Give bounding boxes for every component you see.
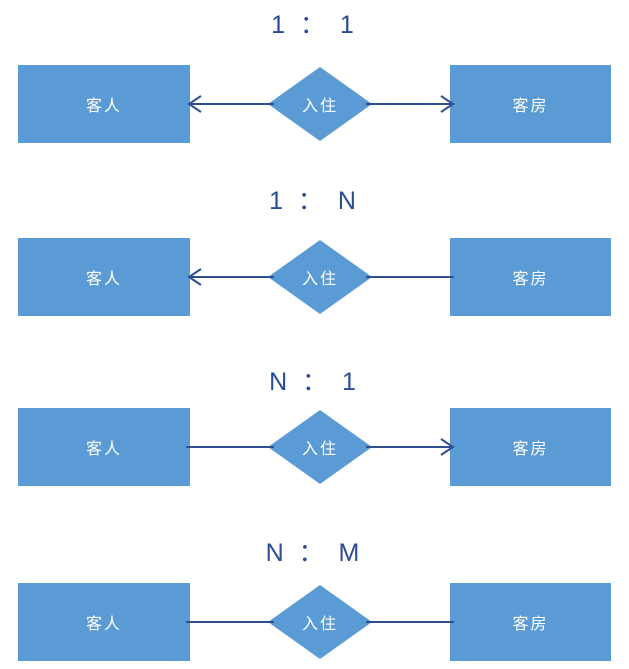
relationship-label-checkin: 入住 bbox=[301, 98, 338, 115]
connector-right-arrow bbox=[366, 92, 456, 116]
entity-label-room: 客房 bbox=[512, 98, 549, 115]
entity-label-room: 客房 bbox=[512, 616, 549, 633]
entity-label-room: 客房 bbox=[512, 271, 549, 288]
er-section-many-to-many: N ： M 客人 客房 入住 bbox=[0, 520, 629, 669]
entity-label-guest: 客人 bbox=[85, 271, 122, 288]
ratio-label-one-to-one: 1 ： 1 bbox=[271, 11, 358, 39]
relationship-label-checkin: 入住 bbox=[301, 441, 338, 458]
entity-box-room: 客房 bbox=[450, 238, 611, 316]
entity-label-guest: 客人 bbox=[85, 616, 122, 633]
er-section-many-to-one: N ： 1 客人 客房 入住 bbox=[0, 345, 629, 520]
relationship-label-checkin: 入住 bbox=[301, 271, 338, 288]
relationship-diamond-checkin: 入住 bbox=[268, 410, 372, 484]
er-section-one-to-one: 1 ： 1 客人 客房 入住 bbox=[0, 0, 629, 170]
connector-left-arrow bbox=[186, 265, 274, 289]
connector-right-arrow bbox=[366, 435, 456, 459]
entity-box-guest: 客人 bbox=[18, 65, 190, 143]
entity-box-room: 客房 bbox=[450, 583, 611, 661]
connector-right-line bbox=[366, 610, 456, 634]
relationship-diamond-checkin: 入住 bbox=[268, 585, 372, 659]
ratio-label-one-to-many: 1 ： N bbox=[269, 187, 360, 215]
entity-label-guest: 客人 bbox=[85, 98, 122, 115]
ratio-label-many-to-many: N ： M bbox=[265, 539, 364, 567]
ratio-label-many-to-one: N ： 1 bbox=[269, 368, 360, 396]
entity-box-guest: 客人 bbox=[18, 408, 190, 486]
relationship-diamond-checkin: 入住 bbox=[268, 240, 372, 314]
connector-left-line bbox=[186, 435, 274, 459]
relationship-label-checkin: 入住 bbox=[301, 616, 338, 633]
entity-label-room: 客房 bbox=[512, 441, 549, 458]
er-section-one-to-many: 1 ： N 客人 客房 入住 bbox=[0, 170, 629, 345]
connector-left-arrow bbox=[186, 92, 274, 116]
connector-right-line bbox=[366, 265, 456, 289]
relationship-diamond-checkin: 入住 bbox=[268, 67, 372, 141]
entity-box-guest: 客人 bbox=[18, 238, 190, 316]
entity-box-room: 客房 bbox=[450, 65, 611, 143]
entity-label-guest: 客人 bbox=[85, 441, 122, 458]
connector-left-line bbox=[186, 610, 274, 634]
entity-box-guest: 客人 bbox=[18, 583, 190, 661]
entity-box-room: 客房 bbox=[450, 408, 611, 486]
